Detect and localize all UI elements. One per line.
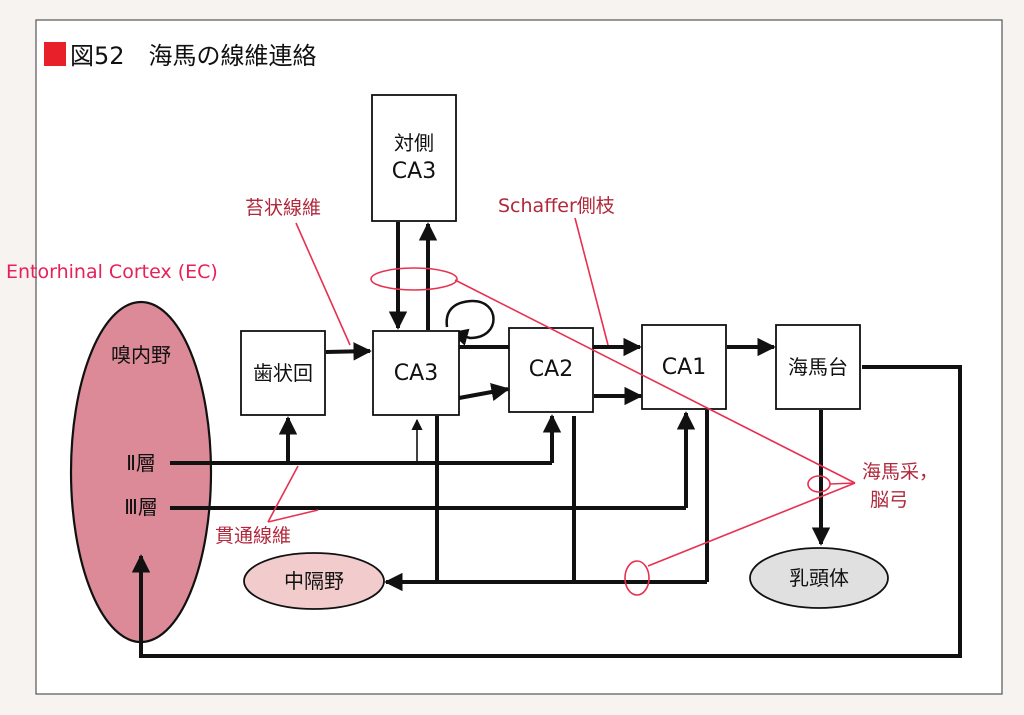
fimbria-ring-2 bbox=[624, 560, 650, 596]
perforant-leader-a bbox=[267, 465, 299, 523]
fimbria-leader-a bbox=[829, 482, 856, 485]
septum-label: 中隔野 bbox=[284, 569, 344, 593]
subiculum-box bbox=[775, 324, 861, 410]
schaffer-leader bbox=[574, 217, 609, 346]
mossy-ring bbox=[370, 267, 458, 291]
entorhinal-title: 嗅内野 bbox=[111, 343, 171, 367]
septum-ellipse bbox=[243, 552, 385, 610]
dentate-to-ca3-arrow bbox=[325, 342, 372, 361]
schaffer-label: Schaffer側枝 bbox=[498, 195, 615, 217]
dentate-gyrus-box bbox=[240, 330, 326, 416]
fimbria-label-line1: 海馬采， bbox=[862, 461, 938, 483]
perforant-label: 貫通線維 bbox=[215, 525, 291, 547]
perforant-leader-b bbox=[267, 509, 319, 523]
annotations bbox=[267, 217, 856, 596]
ca3-to-ca2-arrow bbox=[458, 382, 510, 402]
connections bbox=[131, 222, 962, 658]
ec-label: Entorhinal Cortex (EC) bbox=[6, 261, 218, 283]
contra-ca3-label-line1: 対側 bbox=[394, 131, 434, 155]
mossy-to-fimbria-line bbox=[454, 279, 856, 484]
layer2-label: Ⅱ層 bbox=[126, 451, 156, 475]
figure-title: 図52 海馬の線維連絡 bbox=[70, 42, 317, 70]
fimbria-leader-b bbox=[647, 482, 856, 567]
ca2-box bbox=[508, 327, 594, 413]
mammillary-body-ellipse bbox=[749, 547, 889, 609]
ca3-recurrent-loop bbox=[445, 299, 495, 346]
ca3-box bbox=[372, 330, 460, 416]
boxes bbox=[240, 94, 861, 416]
fimbria-label-line2: 脳弓 bbox=[870, 489, 908, 511]
contra-ca3-box bbox=[371, 94, 457, 222]
title-marker bbox=[44, 42, 66, 66]
ca2-label: CA2 bbox=[529, 357, 573, 382]
mammillary-body-label: 乳頭体 bbox=[789, 566, 849, 590]
ca1-label: CA1 bbox=[662, 355, 706, 380]
dentate-gyrus-label: 歯状回 bbox=[253, 361, 313, 385]
mossy-fibers-label: 苔状線維 bbox=[245, 197, 321, 219]
mossy-leader bbox=[295, 222, 351, 346]
ca1-box bbox=[641, 324, 727, 410]
contra-ca3-label-line2: CA3 bbox=[392, 159, 436, 184]
layer3-label: Ⅲ層 bbox=[124, 495, 158, 519]
subiculum-to-ec-return bbox=[131, 365, 962, 658]
subiculum-label: 海馬台 bbox=[788, 355, 848, 379]
ca3-label: CA3 bbox=[394, 361, 438, 386]
